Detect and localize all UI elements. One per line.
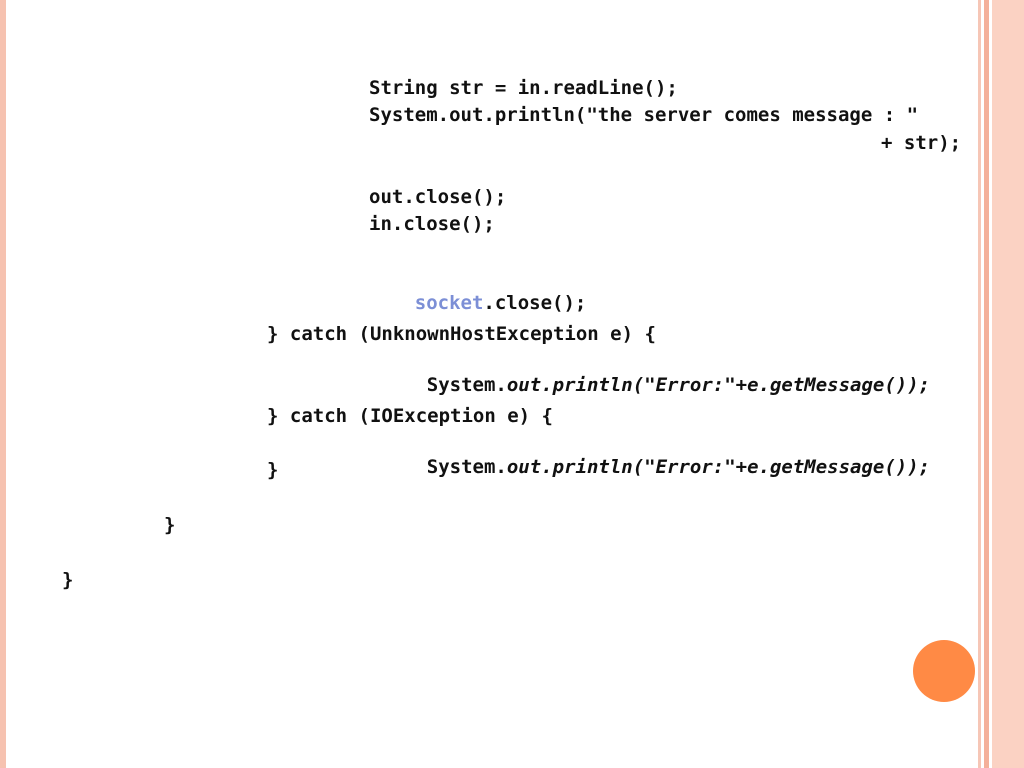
code-fragment: .close();	[483, 292, 587, 314]
code-fragment: System.	[426, 456, 507, 478]
code-fragment-italic: .	[541, 374, 553, 396]
code-fragment-italic: out	[506, 456, 542, 478]
code-fragment: System.	[426, 374, 507, 396]
code-line: out.close();	[369, 186, 507, 208]
code-line: + str);	[881, 132, 962, 154]
code-line: System.out.println("Error:"+e.getMessage…	[381, 431, 930, 503]
code-line: } catch (IOException e) {	[267, 405, 553, 427]
code-fragment-italic: .	[541, 456, 553, 478]
stripe	[981, 0, 984, 768]
stripe	[984, 0, 989, 768]
stripe	[992, 0, 1024, 768]
code-line: System.out.println("Error:"+e.getMessage…	[381, 349, 930, 421]
code-line: } catch (UnknownHostException e) {	[267, 323, 656, 345]
code-line: String str = in.readLine();	[369, 77, 678, 99]
code-line: }	[62, 569, 74, 591]
code-fragment-italic: println("Error:"+e.getMessage());	[552, 456, 931, 478]
socket-identifier: socket	[414, 292, 484, 314]
code-fragment-italic: println("Error:"+e.getMessage());	[552, 374, 931, 396]
code-line: socket.close();	[369, 267, 587, 339]
code-fragment-italic: out	[506, 374, 542, 396]
orange-circle-decoration	[913, 640, 975, 702]
code-line: in.close();	[369, 213, 495, 235]
code-block: String str = in.readLine(); System.out.p…	[62, 77, 962, 591]
code-line: System.out.println("the server comes mes…	[369, 104, 919, 126]
right-stripes-decoration	[978, 0, 1024, 768]
code-line: }	[267, 459, 279, 481]
code-line: }	[164, 514, 176, 536]
left-border-decoration	[0, 0, 6, 768]
stripe	[978, 0, 981, 768]
stripe	[989, 0, 992, 768]
